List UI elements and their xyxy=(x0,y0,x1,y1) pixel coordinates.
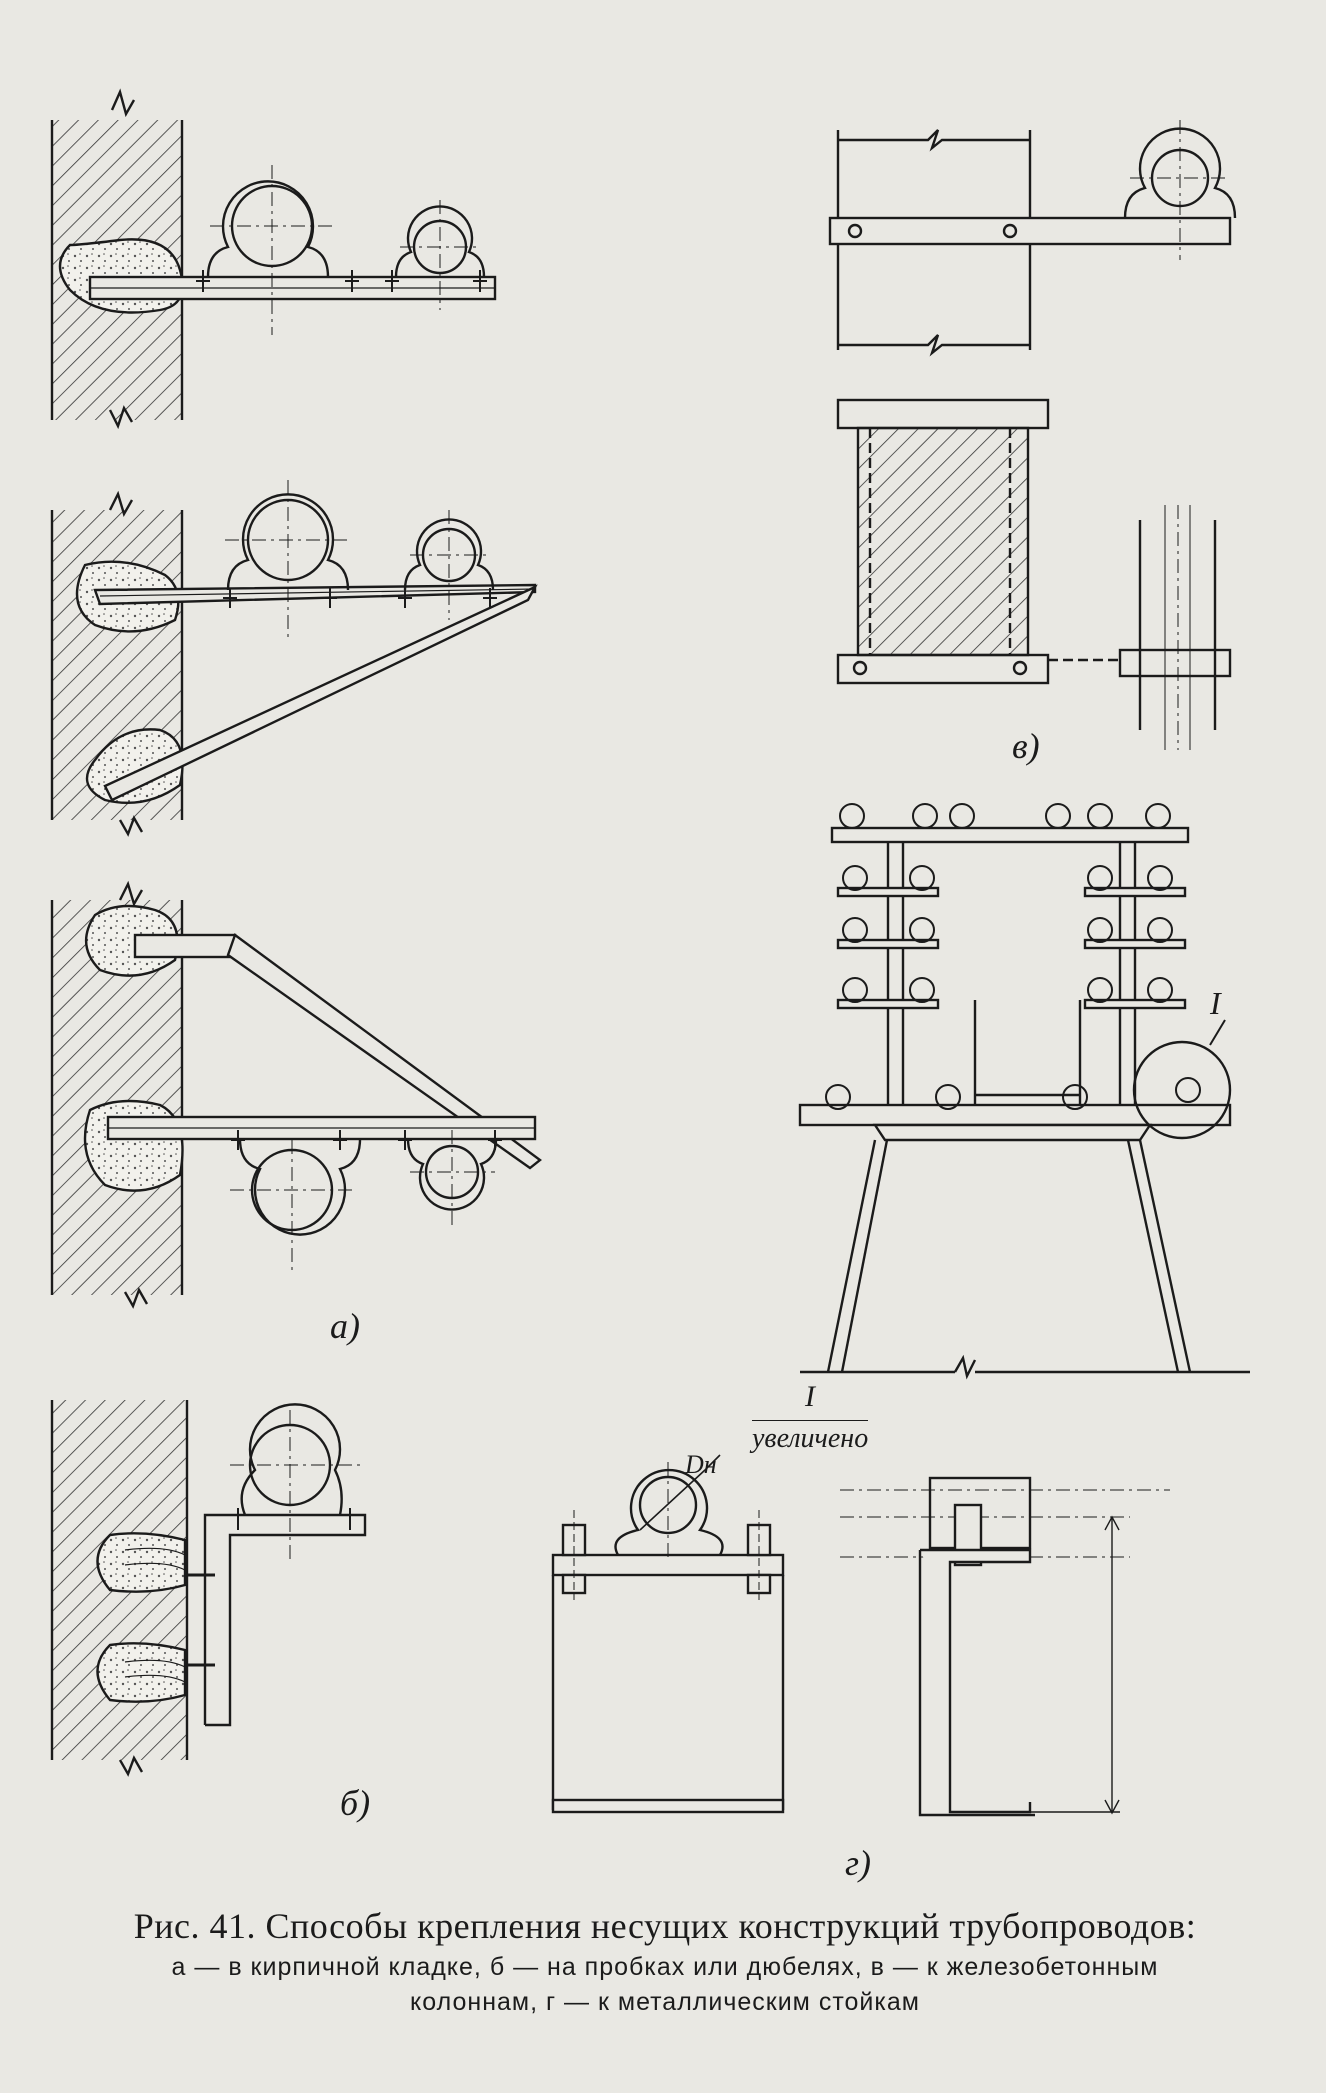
figure-caption: Рис. 41. Способы крепления несущих конст… xyxy=(40,1905,1290,2017)
caption-title: Рис. 41. Способы крепления несущих конст… xyxy=(133,1906,1197,1946)
label-enlarged: увеличено xyxy=(752,1420,869,1455)
fig-v-side xyxy=(836,398,1232,750)
fig-a-top xyxy=(50,88,497,430)
label-v: в) xyxy=(1012,726,1040,766)
fig-g-detail-front xyxy=(551,1454,785,1814)
caption-line-2: а — в кирпичной кладке, б — на пробках и… xyxy=(171,1953,1159,1981)
fig-g-frame xyxy=(798,803,1250,1380)
fig-a-bottom xyxy=(50,880,542,1309)
label-b: б) xyxy=(340,1783,371,1823)
label-roman-top: I xyxy=(1210,985,1221,1021)
fig-a-middle xyxy=(50,480,538,837)
label-g: г) xyxy=(845,1843,872,1883)
technical-drawing: а) б) в) г) I I увеличено Dн xyxy=(50,88,1250,1883)
caption-line-3: колоннам, г — к металлическим стойкам xyxy=(410,1988,920,2016)
label-a: а) xyxy=(330,1306,360,1346)
fig-b xyxy=(50,1400,367,1777)
fig-g-detail-side xyxy=(840,1476,1170,1817)
fig-v-top xyxy=(828,120,1237,357)
drawing-canvas xyxy=(50,88,1250,1817)
label-roman-bottom: I xyxy=(805,1380,815,1413)
label-diameter: Dн xyxy=(685,1450,717,1479)
